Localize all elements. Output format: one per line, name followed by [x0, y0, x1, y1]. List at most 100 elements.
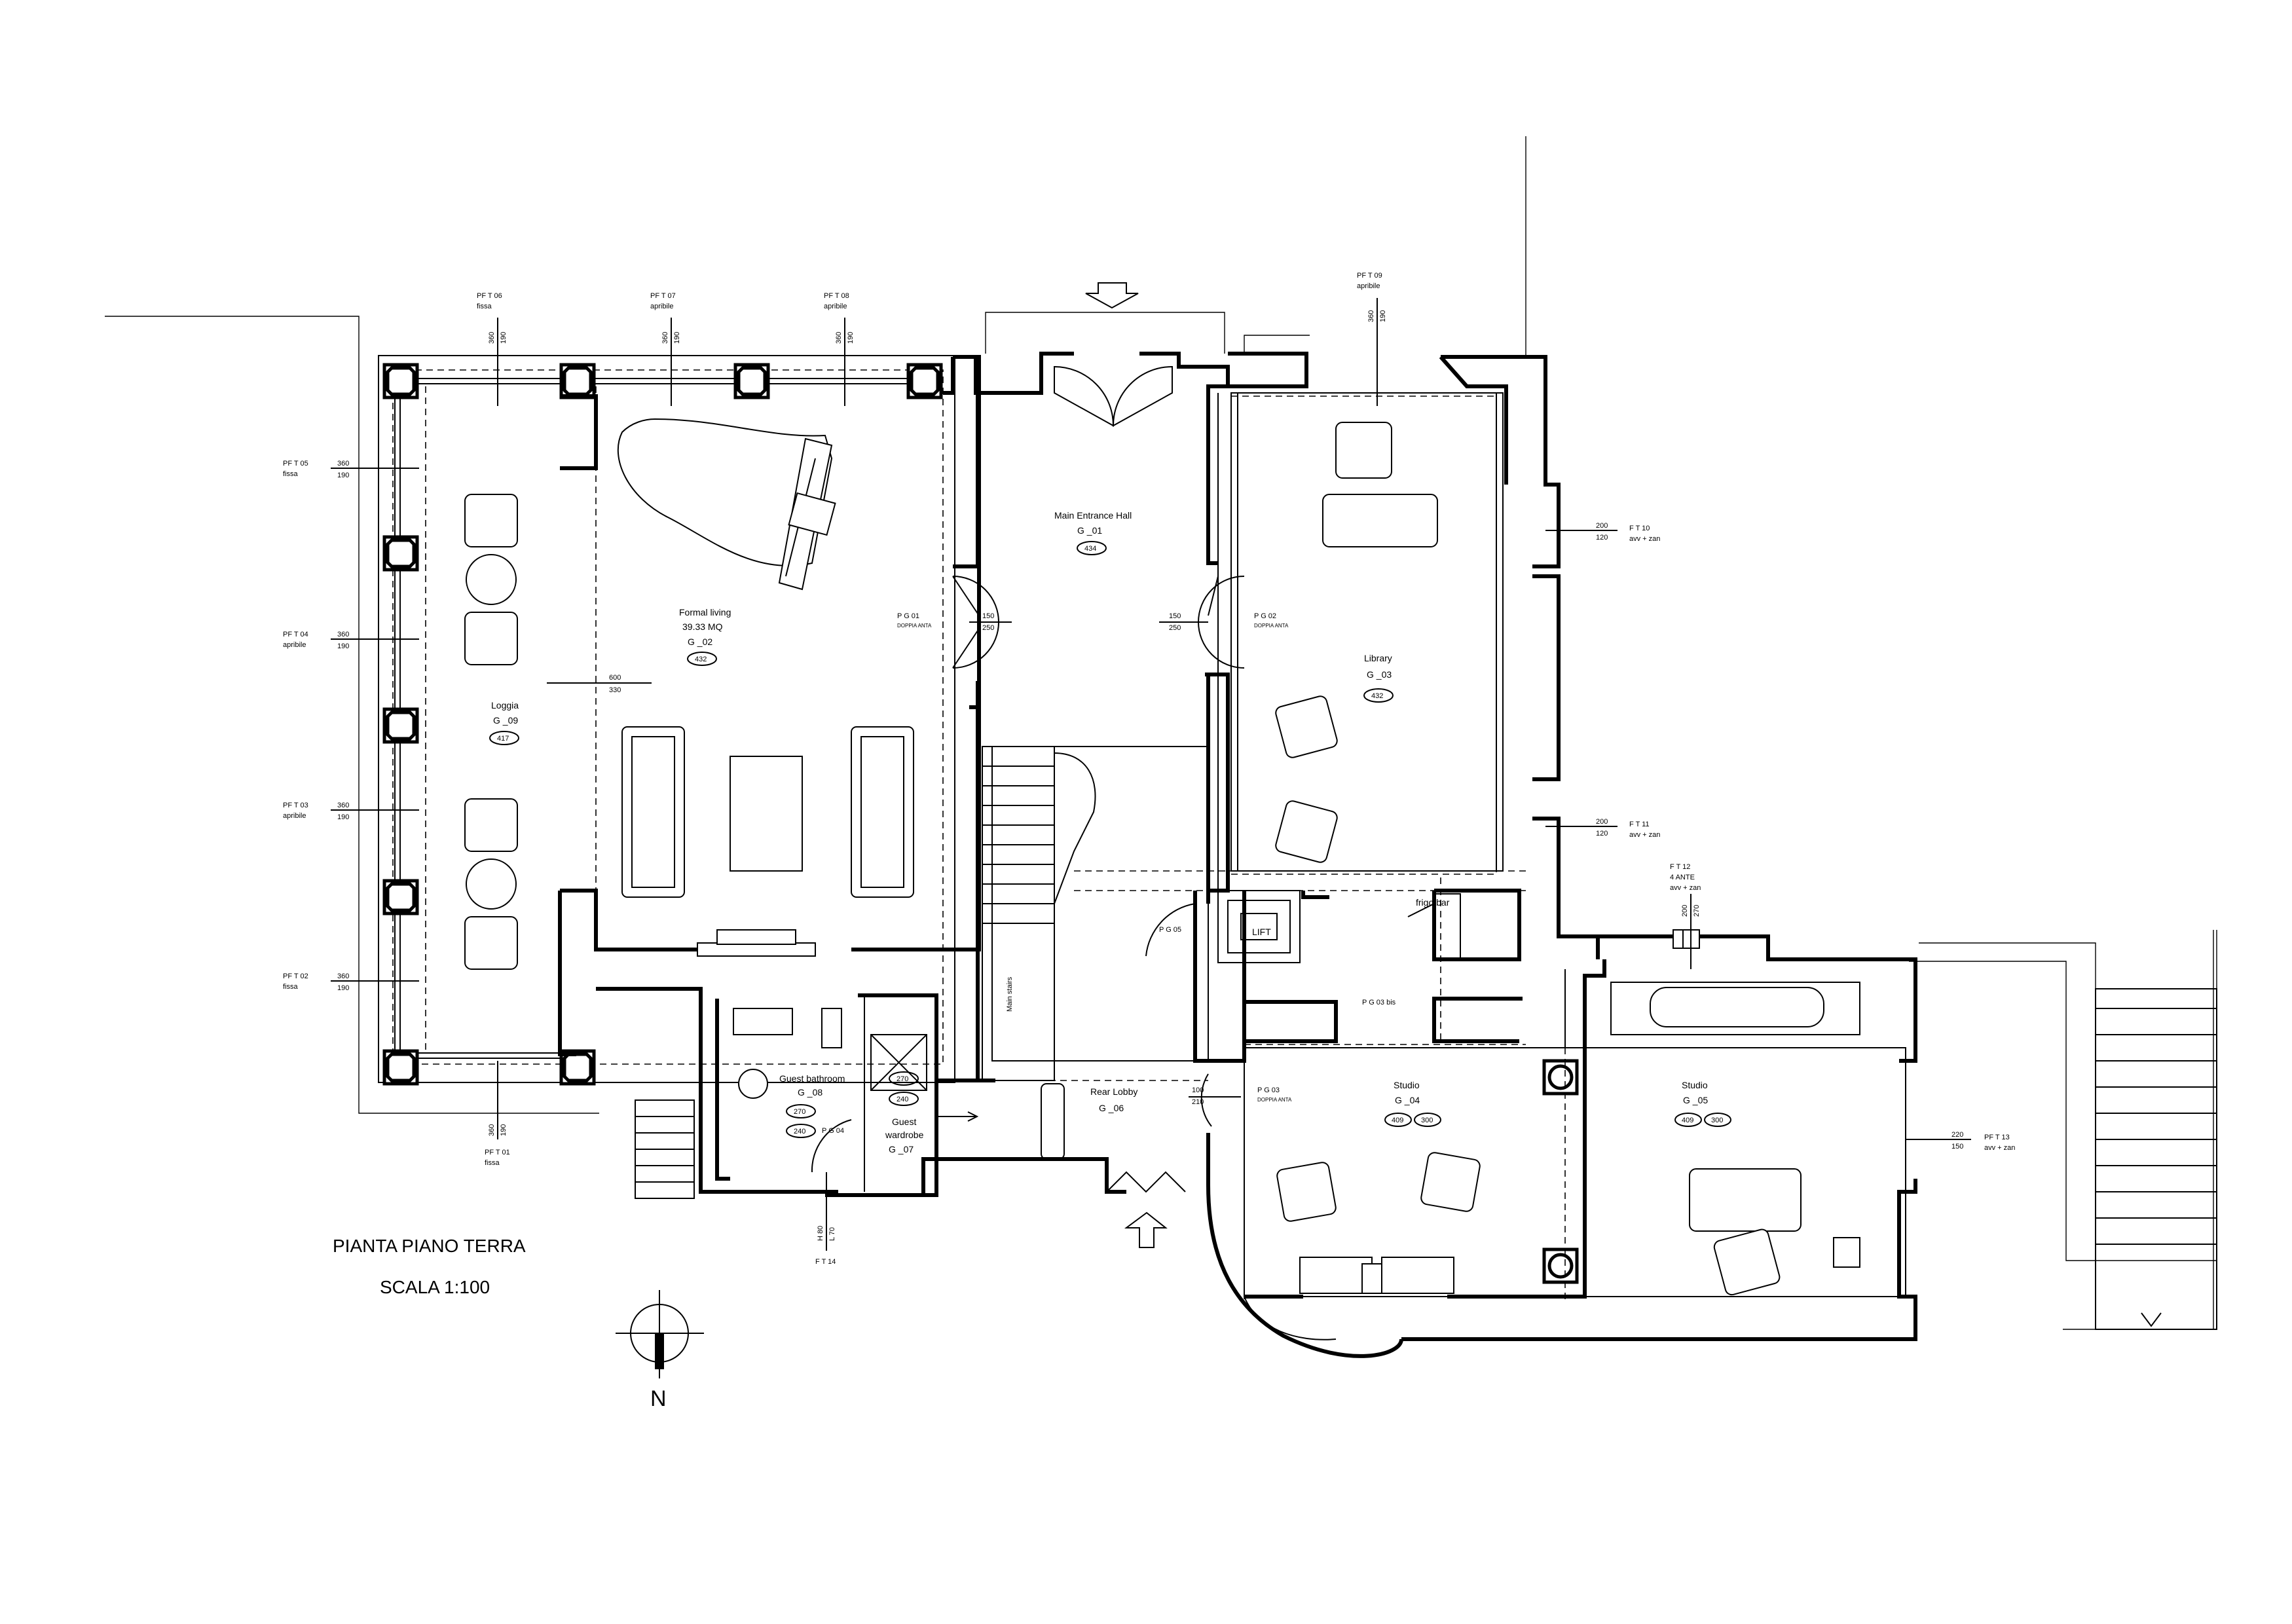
window-width: 360 — [337, 631, 349, 638]
column — [382, 1049, 419, 1086]
site-lines — [105, 136, 2217, 1330]
main-stairs — [982, 746, 1096, 1160]
column — [382, 535, 419, 572]
room-code: G _02 — [688, 637, 712, 647]
door-width: 150 — [1169, 612, 1181, 620]
window-height: H 80 — [817, 1226, 824, 1241]
window-type: fissa — [485, 1159, 500, 1167]
window-tag: PF T 09 — [1357, 272, 1382, 280]
grand-piano — [617, 418, 836, 591]
door-pg03-label: 100 210 P G 03 DOPPIA ANTA — [1189, 1086, 1292, 1106]
door-tag: P G 03 — [1257, 1086, 1280, 1094]
room-loggia-label: Loggia G _09 417 — [489, 700, 519, 745]
room-name: Formal living — [679, 607, 731, 618]
door-height: 250 — [982, 624, 994, 632]
room-code: G _04 — [1395, 1095, 1420, 1105]
room-tag: 240 — [896, 1096, 908, 1103]
door-subtag: DOPPIA ANTA — [897, 623, 932, 629]
window-pft01-label: 360 190 PF T 01 fissa — [485, 1061, 510, 1167]
window-width: 360 — [337, 972, 349, 980]
window-width: 360 — [337, 460, 349, 468]
drawing-scale: SCALA 1:100 — [380, 1277, 490, 1297]
lift — [1217, 890, 1301, 963]
entrance-arrow-bottom — [1124, 1211, 1168, 1248]
window-height: 190 — [337, 813, 349, 821]
room-name: Loggia — [491, 700, 519, 710]
window-pft07-label: PF T 07 apribile 360 190 — [650, 292, 681, 406]
window-type: avv + zan — [1629, 535, 1660, 543]
window-width: 200 — [1681, 905, 1689, 917]
window-tag: PF T 08 — [824, 292, 849, 300]
room-code: G _01 — [1077, 525, 1102, 536]
column-round — [1542, 1059, 1579, 1096]
room-code: G _08 — [798, 1087, 823, 1098]
column — [382, 879, 419, 915]
door-pg02-label: 150 250 P G 02 DOPPIA ANTA — [1159, 612, 1289, 632]
room-name: Guest — [892, 1116, 916, 1127]
window-ft12-label: F T 12 4 ANTE avv + zan 200 270 — [1670, 863, 1701, 969]
window-type: 4 ANTE — [1670, 874, 1695, 881]
room-studio5-label: Studio G _05 409 300 — [1674, 1080, 1731, 1127]
window-length: L 70 — [828, 1227, 836, 1241]
frigo-bar — [1407, 893, 1461, 960]
window-width: 360 — [835, 332, 843, 344]
loggia-furniture — [464, 494, 518, 970]
room-tag: 434 — [1084, 545, 1096, 553]
door-rear — [1106, 1171, 1186, 1193]
window-tag: PF T 03 — [283, 802, 308, 809]
opening-width: 600 — [609, 674, 621, 682]
column — [559, 363, 596, 399]
window-height: 190 — [337, 984, 349, 992]
room-code: G _06 — [1099, 1103, 1124, 1113]
window-tag: PF T 02 — [283, 972, 308, 980]
window-tag: F T 12 — [1670, 863, 1690, 871]
door-pg05-label: P G 05 — [1159, 926, 1181, 934]
room-area: 39.33 MQ — [682, 621, 723, 632]
window-width: 360 — [488, 1124, 496, 1136]
wardrobe — [870, 1034, 979, 1122]
window-type: fissa — [283, 983, 299, 991]
door-subtag: DOPPIA ANTA — [1257, 1097, 1292, 1103]
window-type: avv + zan — [1984, 1144, 2015, 1152]
entrance-arrow-top — [1085, 282, 1139, 309]
door-pg01-label: P G 01 DOPPIA ANTA 150 250 — [897, 612, 1012, 632]
room-tag: 409 — [1392, 1116, 1403, 1124]
door-pg04 — [811, 1119, 852, 1173]
window-type: apribile — [824, 303, 847, 310]
window-ft10-label: 200 120 F T 10 avv + zan — [1545, 522, 1660, 543]
room-tag: 240 — [794, 1128, 805, 1135]
lift-label: LIFT — [1252, 927, 1271, 937]
window-type: avv + zan — [1629, 831, 1660, 839]
window-ft14-label: H 80 L 70 F T 14 — [815, 1172, 836, 1266]
room-tag: 432 — [695, 655, 707, 663]
fireplace-formal — [697, 929, 816, 957]
window-width: 360 — [1367, 310, 1375, 322]
loggia-area — [378, 355, 955, 1083]
room-code: G _05 — [1683, 1095, 1708, 1105]
coffee-table — [730, 756, 803, 872]
window-tag: PF T 01 — [485, 1149, 510, 1156]
room-tag: 270 — [794, 1108, 805, 1116]
room-tag: 300 — [1421, 1116, 1433, 1124]
window-tag: F T 14 — [815, 1258, 836, 1266]
window-pft03-label: PF T 03 apribile 360 190 — [283, 802, 419, 821]
exterior-stairs-left — [635, 1099, 695, 1199]
room-wardrobe-label: 270 240 Guest wardrobe G _07 — [885, 1071, 924, 1154]
window-tag: PF T 05 — [283, 460, 308, 468]
window-width: 200 — [1596, 522, 1608, 530]
bathroom-fixtures — [733, 1008, 842, 1099]
window-pft04-label: PF T 04 apribile 360 190 — [283, 631, 419, 650]
room-name: wardrobe — [885, 1130, 924, 1140]
column — [382, 707, 419, 744]
column-round — [1542, 1247, 1579, 1284]
window-type: apribile — [283, 812, 306, 820]
window-type: apribile — [650, 303, 673, 310]
north-label: N — [650, 1386, 667, 1411]
column — [382, 363, 419, 399]
opening-formal-label: 600 330 — [547, 674, 652, 694]
room-formal-label: Formal living 39.33 MQ G _02 432 — [679, 607, 731, 666]
drawing-title: PIANTA PIANO TERRA — [333, 1236, 526, 1256]
door-height: 250 — [1169, 624, 1181, 632]
north-arrow: N — [616, 1290, 704, 1411]
window-height: 190 — [500, 332, 508, 344]
